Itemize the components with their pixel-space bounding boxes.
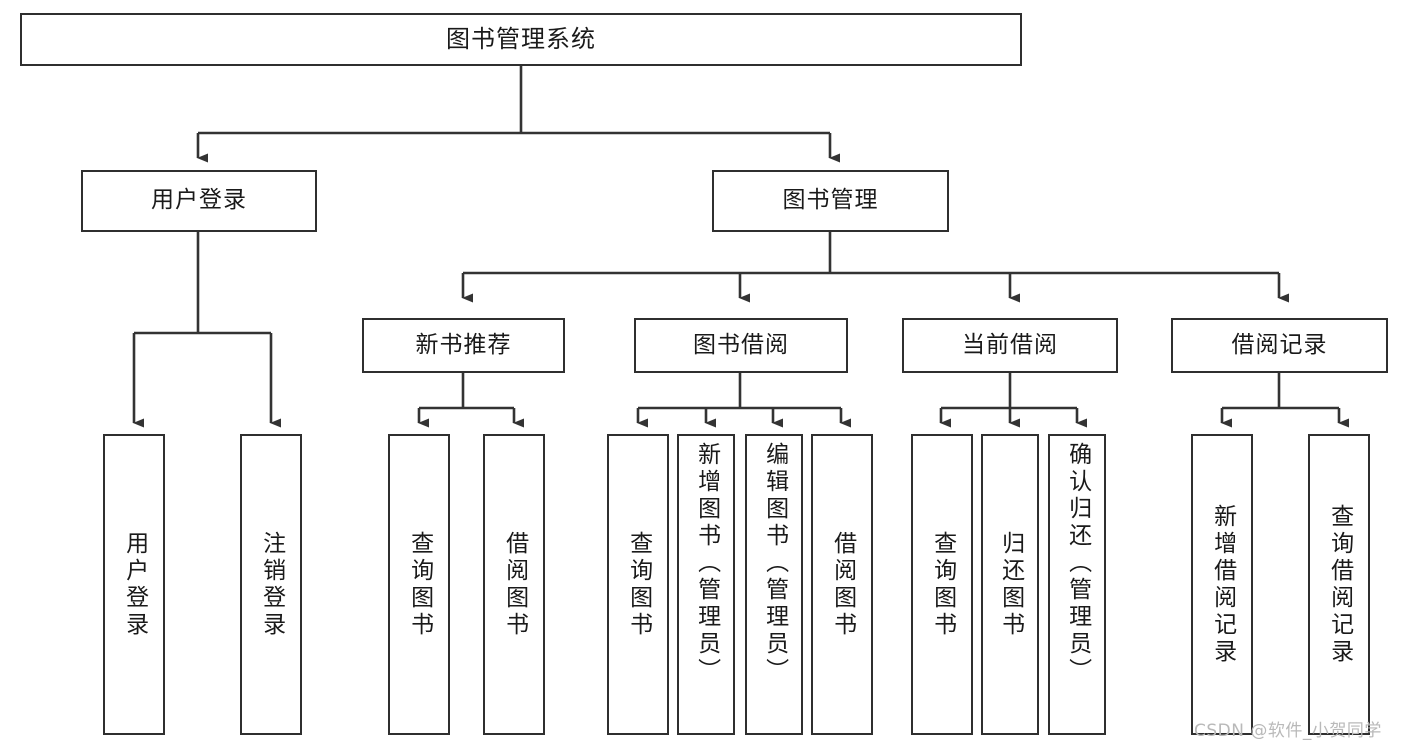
leaf-text-wrap: 借阅图书 <box>813 436 871 733</box>
node-leaf-query-book-2-label: 查询图书 <box>625 530 652 639</box>
node-user-login-label: 用户登录 <box>151 187 247 214</box>
node-leaf-query-record[interactable]: 查询借阅记录 <box>1308 434 1370 735</box>
node-leaf-query-book-3[interactable]: 查询图书 <box>911 434 973 735</box>
node-leaf-query-book-1[interactable]: 查询图书 <box>388 434 450 735</box>
node-leaf-add-record[interactable]: 新增借阅记录 <box>1191 434 1253 735</box>
node-book-borrow[interactable]: 图书借阅 <box>634 318 848 373</box>
leaf-text-wrap: 查询图书 <box>609 436 667 733</box>
node-new-book-recommend[interactable]: 新书推荐 <box>362 318 565 373</box>
node-leaf-query-book-2[interactable]: 查询图书 <box>607 434 669 735</box>
node-root[interactable]: 图书管理系统 <box>20 13 1022 66</box>
leaf-text-wrap: 编辑图书（管理员） <box>747 436 801 739</box>
node-current-borrow[interactable]: 当前借阅 <box>902 318 1118 373</box>
node-leaf-user-login-label: 用户登录 <box>121 530 148 639</box>
node-user-login[interactable]: 用户登录 <box>81 170 317 232</box>
node-leaf-user-login[interactable]: 用户登录 <box>103 434 165 735</box>
node-leaf-borrow-book-2[interactable]: 借阅图书 <box>811 434 873 735</box>
leaf-text-wrap: 注销登录 <box>242 436 300 733</box>
node-borrow-record[interactable]: 借阅记录 <box>1171 318 1388 373</box>
node-leaf-confirm-return[interactable]: 确认归还（管理员） <box>1048 434 1106 735</box>
node-leaf-add-book-label: 新增图书（管理员） <box>693 442 720 685</box>
node-leaf-return-book-label: 归还图书 <box>997 530 1024 639</box>
leaf-text-wrap: 查询图书 <box>913 436 971 733</box>
leaf-text-wrap: 新增借阅记录 <box>1193 436 1251 733</box>
node-leaf-edit-book[interactable]: 编辑图书（管理员） <box>745 434 803 735</box>
leaf-text-wrap: 查询图书 <box>390 436 448 733</box>
node-leaf-add-record-label: 新增借阅记录 <box>1209 503 1236 666</box>
node-leaf-borrow-book-1[interactable]: 借阅图书 <box>483 434 545 735</box>
node-leaf-edit-book-label: 编辑图书（管理员） <box>761 442 788 685</box>
node-leaf-logout[interactable]: 注销登录 <box>240 434 302 735</box>
node-book-manage[interactable]: 图书管理 <box>712 170 949 232</box>
node-current-borrow-label: 当前借阅 <box>962 331 1058 358</box>
node-leaf-borrow-book-2-label: 借阅图书 <box>829 530 856 639</box>
node-borrow-record-label: 借阅记录 <box>1231 331 1328 358</box>
node-new-book-recommend-label: 新书推荐 <box>415 331 512 358</box>
leaf-text-wrap: 新增图书（管理员） <box>679 436 733 739</box>
node-book-borrow-label: 图书借阅 <box>693 331 789 358</box>
leaf-text-wrap: 确认归还（管理员） <box>1050 436 1104 739</box>
node-book-manage-label: 图书管理 <box>782 187 879 214</box>
node-leaf-query-book-1-label: 查询图书 <box>406 530 433 639</box>
node-leaf-borrow-book-1-label: 借阅图书 <box>501 530 528 639</box>
leaf-text-wrap: 查询借阅记录 <box>1310 436 1368 733</box>
node-leaf-query-record-label: 查询借阅记录 <box>1326 503 1353 666</box>
node-leaf-logout-label: 注销登录 <box>258 530 285 639</box>
node-leaf-add-book[interactable]: 新增图书（管理员） <box>677 434 735 735</box>
node-leaf-query-book-3-label: 查询图书 <box>929 530 956 639</box>
node-leaf-return-book[interactable]: 归还图书 <box>981 434 1039 735</box>
node-root-label: 图书管理系统 <box>446 25 596 54</box>
leaf-text-wrap: 归还图书 <box>983 436 1037 733</box>
csdn-watermark: CSDN @软件_小贺同学 <box>1194 721 1382 741</box>
node-leaf-confirm-return-label: 确认归还（管理员） <box>1064 442 1091 685</box>
leaf-text-wrap: 用户登录 <box>105 436 163 733</box>
leaf-text-wrap: 借阅图书 <box>485 436 543 733</box>
